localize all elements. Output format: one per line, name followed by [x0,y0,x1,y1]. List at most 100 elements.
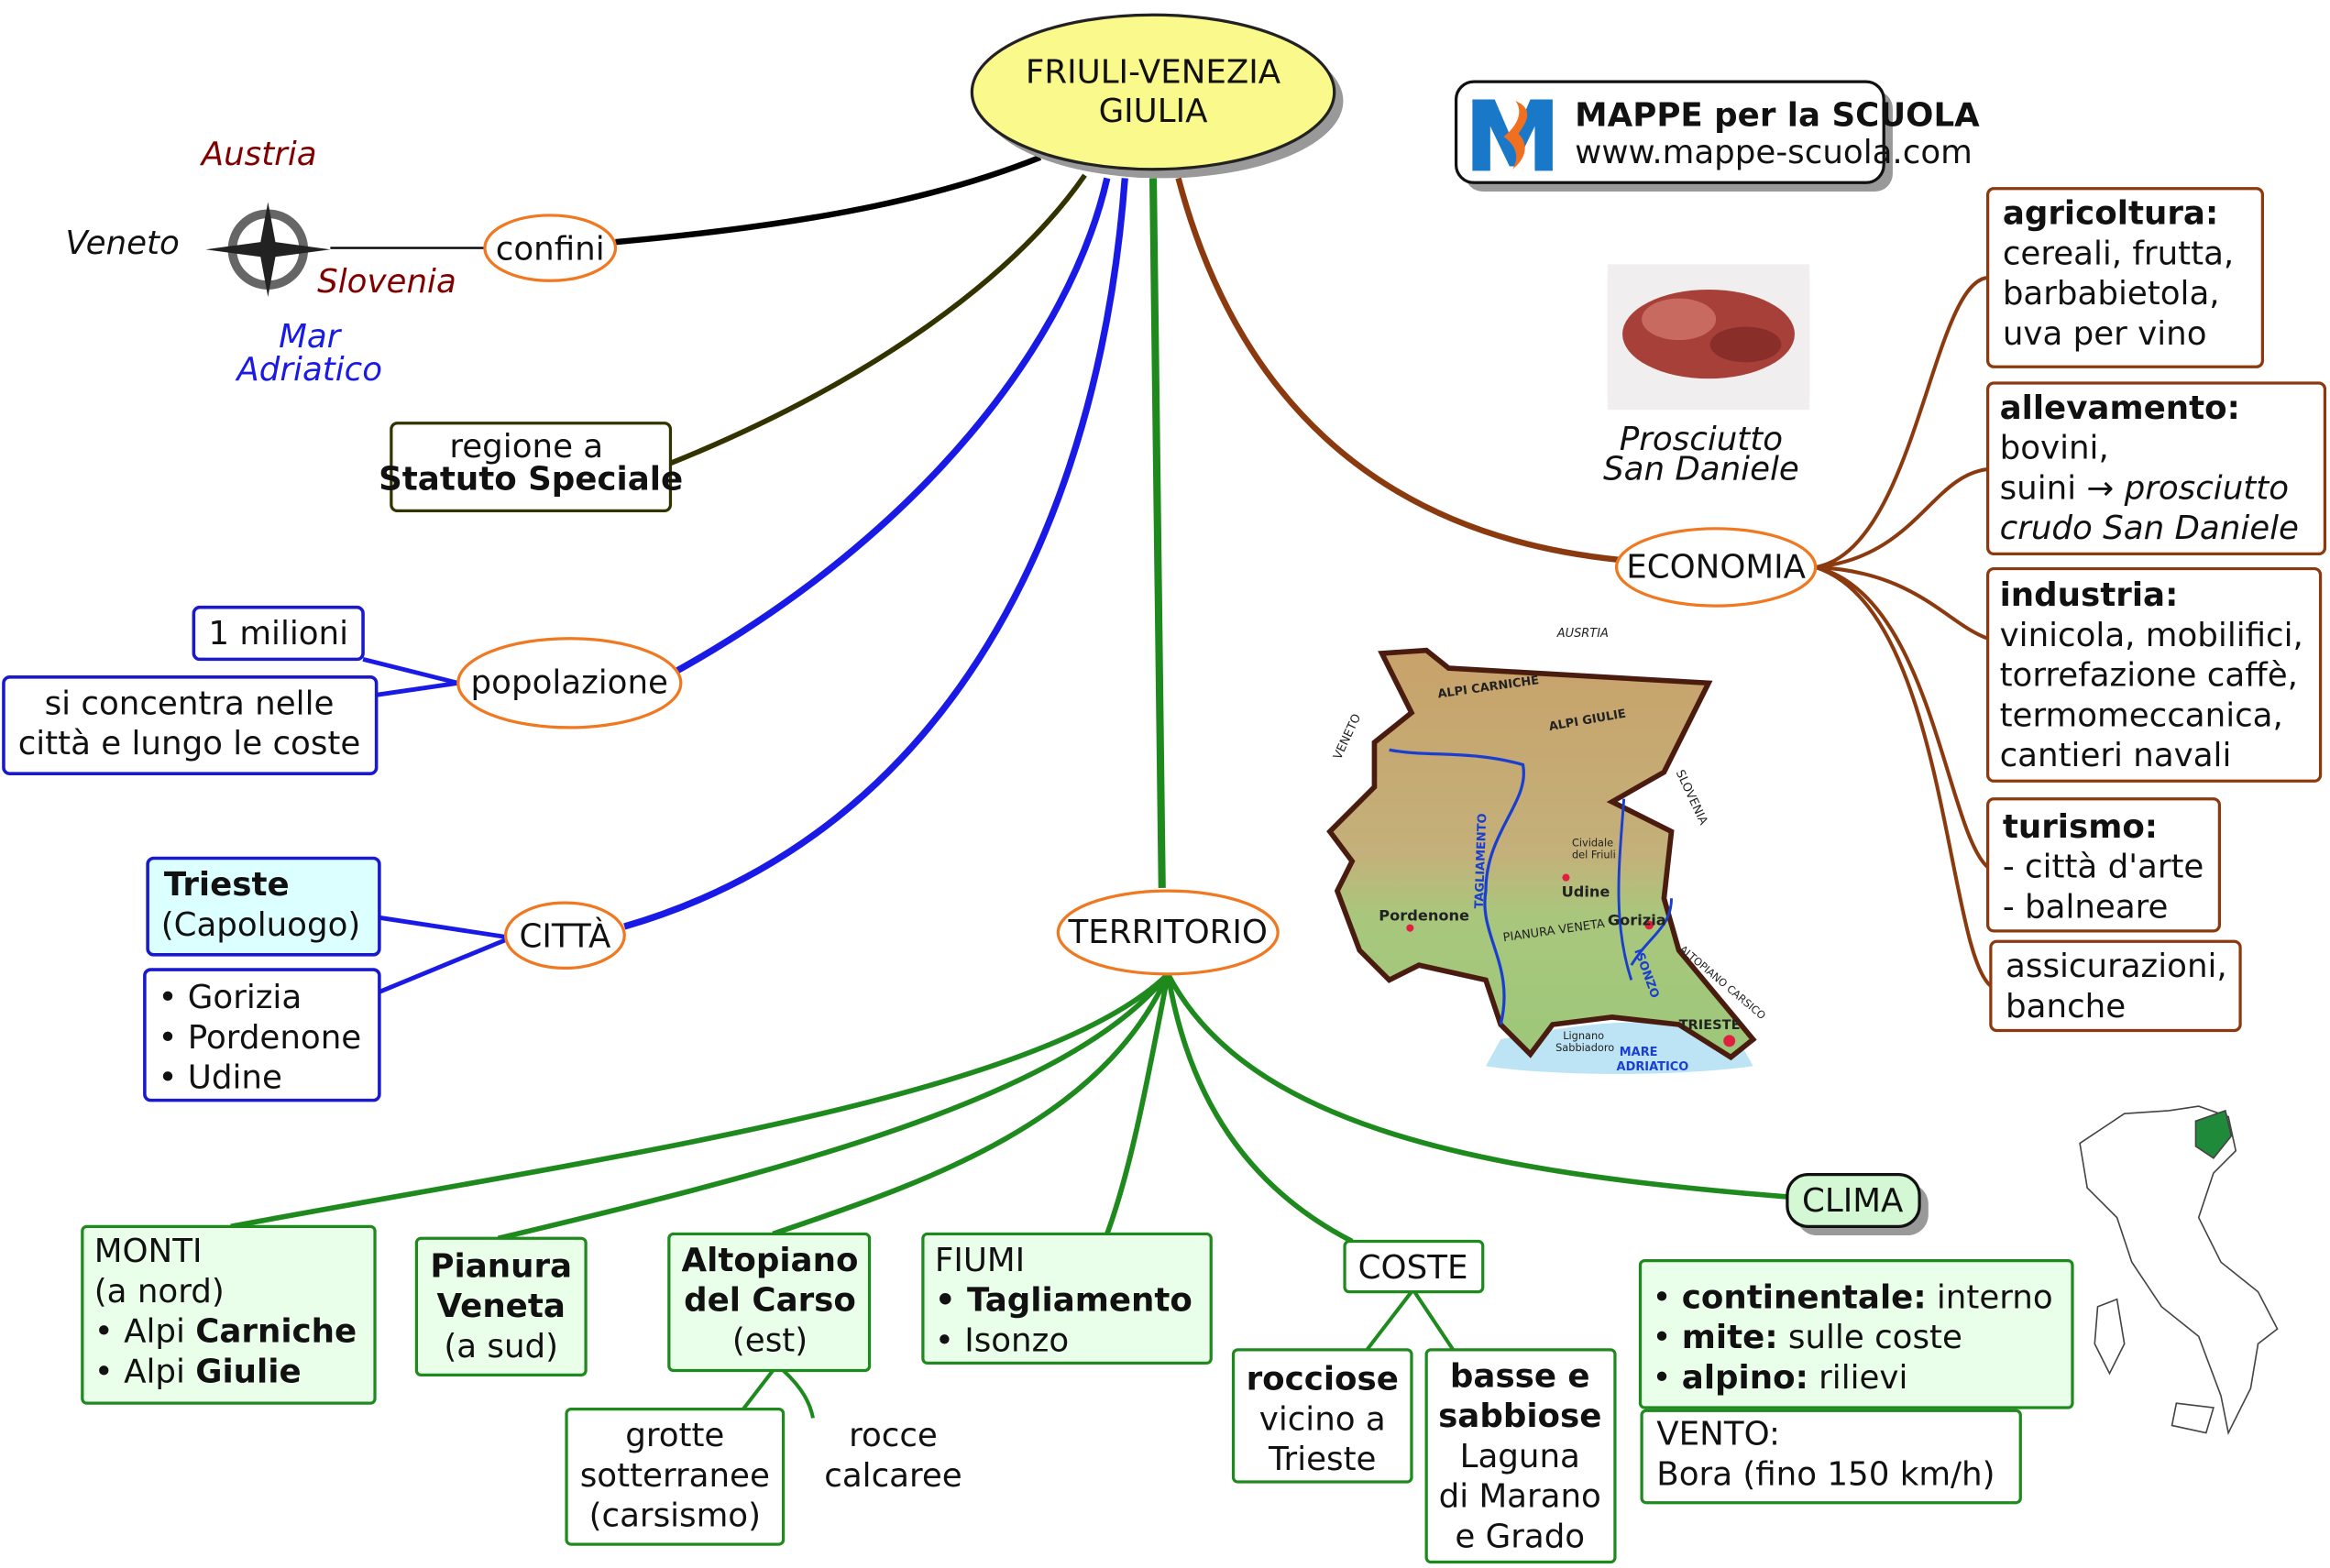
basse-line: e Grado [1455,1518,1585,1555]
popolazione-count-box[interactable]: 1 milioni [192,605,365,662]
title-line2: GIULIA [1099,93,1209,130]
industria-line: vinicola, mobilifici, [2000,617,2303,654]
clima-item: • mite: sulle coste [1652,1319,1962,1356]
connectors [230,154,1993,1419]
monti-box[interactable]: MONTI (a nord) • Alpi Carniche • Alpi Gi… [81,1224,377,1405]
agricoltura-line: cereali, frutta, [2003,235,2234,272]
industria-line: termomeccanica, [2000,696,2283,734]
confini-slovenia: Slovenia [317,263,456,301]
grotte-box[interactable]: grotte sotterranee (carsismo) [565,1408,786,1546]
fiumi-line: • Tagliamento [935,1282,1192,1320]
grotte-line: (carsismo) [589,1497,761,1535]
servizi-line: banche [2006,988,2126,1025]
map-label-mare: MARE [1620,1046,1658,1059]
servizi-box[interactable]: assicurazioni, banche [1989,939,2242,1033]
pianura-box[interactable]: Pianura Veneta (a sud) [414,1236,588,1376]
statuto-box[interactable]: regione a Statuto Speciale [379,422,683,512]
title-line1: FRIULI-VENEZIA [1026,54,1281,92]
altopiano-line: (est) [732,1321,808,1359]
compass-icon [205,202,331,298]
basse-line: Laguna [1460,1438,1580,1475]
clima-node[interactable]: CLIMA [1786,1173,1929,1236]
vento-line: Bora (fino 150 km/h) [1656,1455,1995,1493]
basse-line: basse e [1450,1357,1590,1395]
popolazione-label: popolazione [471,664,668,702]
allevamento-line: suini → prosciutto [2000,469,2289,507]
turismo-line: - città d'arte [2003,849,2204,886]
map-label-cividale-2: del Friuli [1572,849,1616,861]
statuto-line2: Statuto Speciale [379,461,683,499]
fiumi-line: FIUMI [935,1242,1025,1279]
title-node[interactable]: FRIULI-VENEZIA GIULIA [970,13,1344,179]
coste-basse-box[interactable]: basse e sabbiose Laguna di Marano e Grad… [1424,1348,1617,1564]
clima-box[interactable]: • continentale: interno • mite: sulle co… [1638,1258,2074,1409]
coste-rocciose-box[interactable]: rocciose vicino a Trieste [1231,1348,1413,1484]
rocciose-line: Trieste [1268,1441,1376,1478]
map-label-austria: AUSRTIA [1556,627,1609,641]
map-label-cividale-1: Cividale [1572,837,1613,850]
logo-m-icon [1472,99,1553,171]
servizi-line: assicurazioni, [2006,948,2227,985]
rocce-line: calcaree [824,1457,962,1495]
coste-box[interactable]: COSTE [1343,1239,1485,1294]
basse-line: sabbiose [1438,1398,1601,1435]
citta-list-box[interactable]: • Gorizia • Pordenone • Udine [143,968,381,1102]
statuto-line1: regione a [449,428,603,466]
agricoltura-box[interactable]: agricoltura: cereali, frutta, barbabieto… [1986,187,2264,368]
industria-title: industria: [2000,576,2179,614]
map-label-trieste: TRIESTE [1679,1017,1741,1033]
territorio-label: TERRITORIO [1068,914,1268,951]
monti-line: MONTI [94,1233,203,1270]
capoluogo-box[interactable]: Trieste (Capoluogo) [146,856,381,957]
pianura-line: Veneta [437,1288,566,1325]
popolazione-node[interactable]: popolazione [456,637,683,729]
map-label-tagliamento: TAGLIAMENTO [1473,813,1490,908]
altopiano-box[interactable]: Altopiano del Carso (est) [667,1232,872,1373]
city-item: • Gorizia [158,979,302,1016]
economia-node[interactable]: ECONOMIA [1614,527,1818,608]
confini-austria: Austria [200,136,317,173]
logo-name: MAPPE per la SCUOLA [1575,97,1980,135]
confini-node[interactable]: confini [483,214,618,282]
industria-line: cantieri navali [2000,737,2232,774]
confini-adriatico: Adriatico [235,351,382,389]
capital-note: (Capoluogo) [161,906,361,944]
agricoltura-line: uva per vino [2003,315,2207,353]
altopiano-line: Altopiano [682,1242,859,1279]
prosciutto-caption-1: Prosciutto [1620,421,1783,458]
popolazione-count: 1 milioni [208,615,348,652]
fiumi-box[interactable]: FIUMI • Tagliamento • Isonzo [921,1232,1213,1365]
grotte-line: sotterranee [580,1457,770,1495]
map-label-adriatico: ADRIATICO [1617,1060,1689,1074]
pianura-line: (a sud) [444,1328,558,1365]
map-label-lignano-1: Lignano [1563,1029,1604,1042]
confini-veneto: Veneto [65,225,179,262]
map-label-udine: Udine [1562,883,1610,901]
turismo-line: - balneare [2003,888,2169,926]
allevamento-box[interactable]: allevamento: bovini, suini → prosciutto … [1986,381,2327,555]
map-label-slovenia: SLOVENIA [1673,768,1710,828]
rocciose-line: rocciose [1247,1361,1399,1398]
allevamento-line: crudo San Daniele [2000,510,2299,547]
map-label-veneto: VENETO [1331,712,1364,762]
map-label-pordenone: Pordenone [1379,907,1469,925]
region-map: AUSRTIA VENETO SLOVENIA ALPI CARNICHE AL… [1326,627,1768,1074]
city-item: • Udine [158,1059,281,1097]
vento-box[interactable]: VENTO: Bora (fino 150 km/h) [1640,1409,2022,1505]
popolazione-note-box[interactable]: si concentra nelle città e lungo le cost… [2,675,379,775]
industria-line: torrefazione caffè, [2000,657,2298,695]
popolazione-note-line2: città e lungo le coste [18,725,361,762]
basse-line: di Marano [1439,1478,1601,1516]
prosciutto-caption-2: San Daniele [1603,450,1799,488]
territorio-node[interactable]: TERRITORIO [1056,889,1280,976]
monti-line: • Alpi Giulie [94,1353,302,1390]
map-label-gorizia: Gorizia [1608,911,1666,928]
logo[interactable]: MAPPE per la SCUOLA www.mappe-scuola.com [1454,80,1981,192]
turismo-box[interactable]: turismo: - città d'arte - balneare [1986,797,2222,933]
grotte-line: grotte [625,1417,724,1454]
citta-node[interactable]: CITTÀ [503,901,626,970]
clima-label: CLIMA [1802,1182,1904,1220]
industria-box[interactable]: industria: vinicola, mobilifici, torrefa… [1986,566,2323,783]
vento-line: VENTO: [1656,1416,1780,1453]
